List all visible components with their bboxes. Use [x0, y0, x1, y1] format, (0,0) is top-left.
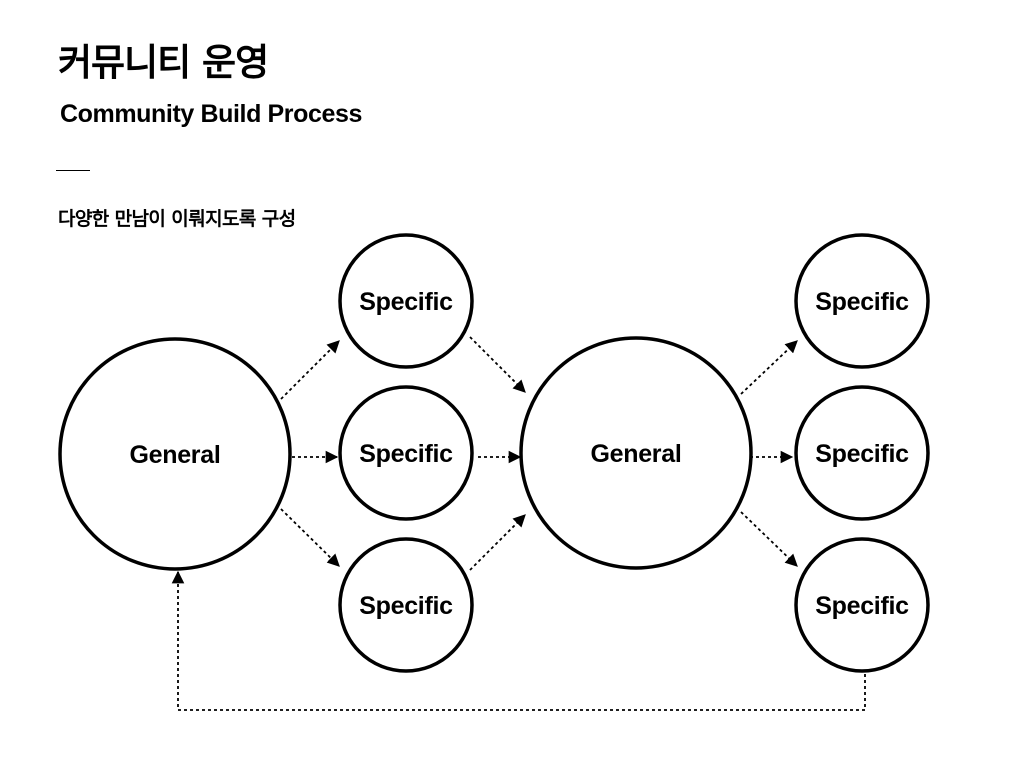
page-title: 커뮤니티 운영 [58, 41, 269, 84]
node-specific-2-top: Specific [794, 233, 930, 369]
node-label: Specific [359, 592, 453, 620]
node-label: Specific [359, 288, 453, 316]
edge-general-2-to-specific-2-top [740, 340, 798, 395]
diagram-caption: 다양한 만남이 이뤄지도록 구성 [58, 208, 296, 230]
node-label: Specific [815, 288, 909, 316]
page-subtitle: Community Build Process [60, 100, 362, 128]
divider [56, 170, 90, 171]
node-specific-2-mid: Specific [794, 385, 930, 521]
node-specific-1-bot: Specific [338, 537, 474, 673]
edge-general-2-to-specific-2-bot [740, 511, 798, 567]
edge-feedback-loop [171, 570, 866, 711]
edge-general-1-to-specific-1-top [280, 340, 340, 400]
node-specific-1-top: Specific [338, 233, 474, 369]
node-label: Specific [359, 440, 453, 468]
node-label: General [129, 441, 220, 469]
edge-specific-1-top-to-general-2 [469, 336, 526, 393]
node-general-2: General [519, 336, 753, 570]
node-specific-2-bot: Specific [794, 537, 930, 673]
node-label: General [590, 440, 681, 468]
node-general-1: General [58, 337, 292, 571]
node-label: Specific [815, 440, 909, 468]
edge-general-1-to-specific-1-bot [280, 508, 340, 567]
node-specific-1-mid: Specific [338, 385, 474, 521]
diagram-edges [171, 336, 866, 711]
node-label: Specific [815, 592, 909, 620]
edge-specific-1-bot-to-general-2 [469, 514, 526, 571]
